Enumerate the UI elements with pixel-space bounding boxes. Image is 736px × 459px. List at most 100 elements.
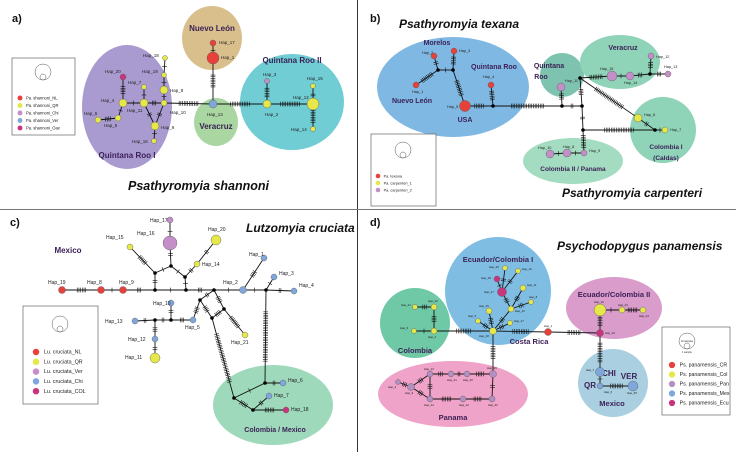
haplotype-label: Hap_4 bbox=[101, 98, 115, 103]
median-vector bbox=[264, 288, 268, 292]
node-layer: Hap_17Hap_1Hap_13Hap_4Hap_20Hap_6Hap_5Ha… bbox=[48, 39, 681, 414]
mutation-tick bbox=[456, 87, 462, 90]
haplotype-label: Hap_14 bbox=[202, 262, 220, 268]
median-vector bbox=[580, 104, 584, 108]
mutation-tick bbox=[418, 390, 423, 396]
haplotype-label: Hap_11 bbox=[125, 355, 142, 361]
haplotype-label: Hap_3 bbox=[263, 72, 277, 77]
haplotype-node bbox=[310, 126, 316, 132]
haplotype-node bbox=[593, 303, 607, 317]
mutation-tick bbox=[458, 92, 464, 95]
haplotype-label: Hap_9 bbox=[405, 391, 414, 395]
mutation-tick bbox=[417, 379, 421, 384]
haplotype-node bbox=[162, 55, 168, 61]
haplotype-node bbox=[489, 370, 497, 378]
size-scale-small-circle bbox=[39, 73, 47, 81]
haplotype-label: Hap_8 bbox=[170, 88, 184, 93]
haplotype-label: Hap_17 bbox=[484, 290, 494, 294]
haplotype-label: Hap_8 bbox=[529, 295, 538, 299]
haplotype-label: Hap_14 bbox=[624, 81, 637, 85]
mutation-tick bbox=[433, 62, 439, 65]
haplotype-node bbox=[430, 52, 438, 60]
haplotype-node bbox=[430, 327, 438, 335]
network-edge bbox=[579, 77, 639, 119]
haplotype-node bbox=[412, 81, 420, 89]
mutation-tick bbox=[505, 300, 510, 304]
haplotype-node bbox=[279, 379, 287, 387]
network-edge bbox=[143, 102, 156, 127]
region-ellipse bbox=[566, 277, 662, 339]
median-vector bbox=[169, 318, 173, 322]
median-vector bbox=[451, 68, 455, 72]
mutation-tick bbox=[612, 99, 616, 104]
median-vector bbox=[648, 72, 652, 76]
mutation-tick bbox=[498, 325, 502, 331]
haplotype-node bbox=[395, 379, 401, 385]
mutation-tick bbox=[617, 103, 622, 108]
legend-swatch bbox=[32, 378, 40, 385]
haplotype-label: Hap_5 bbox=[447, 105, 458, 109]
haplotype-node bbox=[210, 234, 222, 246]
haplotype-label: Hap_32 bbox=[488, 403, 498, 407]
haplotype-label: Hap_16 bbox=[594, 300, 604, 304]
haplotype-node bbox=[131, 317, 139, 325]
haplotype-node bbox=[487, 81, 495, 89]
haplotype-node bbox=[488, 395, 496, 403]
haplotype-label: Hap_19 bbox=[142, 69, 158, 74]
region-label: VER bbox=[621, 372, 638, 381]
mutation-tick bbox=[609, 97, 613, 102]
region-label: CHI bbox=[602, 369, 616, 378]
haplotype-label: Hap_28 bbox=[479, 334, 489, 338]
mutation-tick bbox=[232, 320, 238, 325]
network-edge bbox=[264, 289, 267, 384]
haplotype-label: Hap_4 bbox=[388, 385, 397, 389]
mutation-tick bbox=[226, 377, 232, 380]
mutation-tick bbox=[157, 112, 163, 115]
haplotype-node bbox=[412, 304, 418, 310]
haplotype-label: Hap_18 bbox=[291, 407, 309, 413]
haplotype-node bbox=[209, 39, 217, 47]
haplotype-node bbox=[206, 51, 220, 65]
legend-swatch bbox=[375, 187, 381, 193]
median-vector bbox=[251, 408, 255, 412]
region-label: Costa Rica bbox=[510, 337, 550, 346]
network-edge bbox=[129, 246, 156, 274]
region-label: QR bbox=[584, 381, 596, 390]
mutation-tick bbox=[595, 87, 599, 92]
haplotype-node bbox=[126, 243, 134, 251]
haplotype-node bbox=[447, 370, 455, 378]
haplotype-label: Hap_12 bbox=[656, 55, 669, 59]
network-edge bbox=[97, 117, 119, 121]
network-edge bbox=[491, 373, 494, 400]
region-label: Panama bbox=[439, 413, 469, 422]
mutation-tick bbox=[143, 261, 148, 265]
mutation-tick bbox=[258, 401, 263, 406]
haplotype-node bbox=[463, 370, 471, 378]
haplotype-node bbox=[450, 47, 458, 55]
haplotype-label: Hap_1 bbox=[412, 90, 423, 94]
mutation-tick bbox=[215, 339, 221, 342]
legend-label: Ps. panamensis_Pan bbox=[680, 382, 729, 388]
mutation-tick bbox=[603, 93, 608, 98]
mutation-tick bbox=[259, 400, 264, 405]
haplotype-label: Hap_16 bbox=[137, 231, 155, 237]
mutation-tick bbox=[225, 375, 231, 378]
mutation-tick bbox=[417, 389, 421, 395]
haplotype-node bbox=[94, 116, 102, 124]
region-ellipse bbox=[182, 6, 242, 70]
mutation-tick bbox=[146, 112, 152, 116]
mutation-tick bbox=[501, 316, 506, 321]
haplotype-node bbox=[606, 70, 618, 82]
haplotype-label: Hap_15 bbox=[106, 235, 124, 241]
region-ellipse bbox=[378, 361, 528, 427]
haplotype-label: Hap_14 bbox=[424, 403, 434, 407]
region-label: Ecuador/Colombia I bbox=[463, 255, 533, 264]
mutation-tick bbox=[610, 98, 615, 103]
haplotype-node bbox=[119, 73, 127, 81]
haplotype-label: Hap_30 bbox=[463, 378, 473, 382]
mutation-tick bbox=[217, 298, 222, 302]
mutation-tick bbox=[420, 377, 424, 382]
mutation-tick bbox=[514, 297, 520, 300]
haplotype-node bbox=[519, 284, 527, 292]
network-edge bbox=[547, 331, 601, 334]
